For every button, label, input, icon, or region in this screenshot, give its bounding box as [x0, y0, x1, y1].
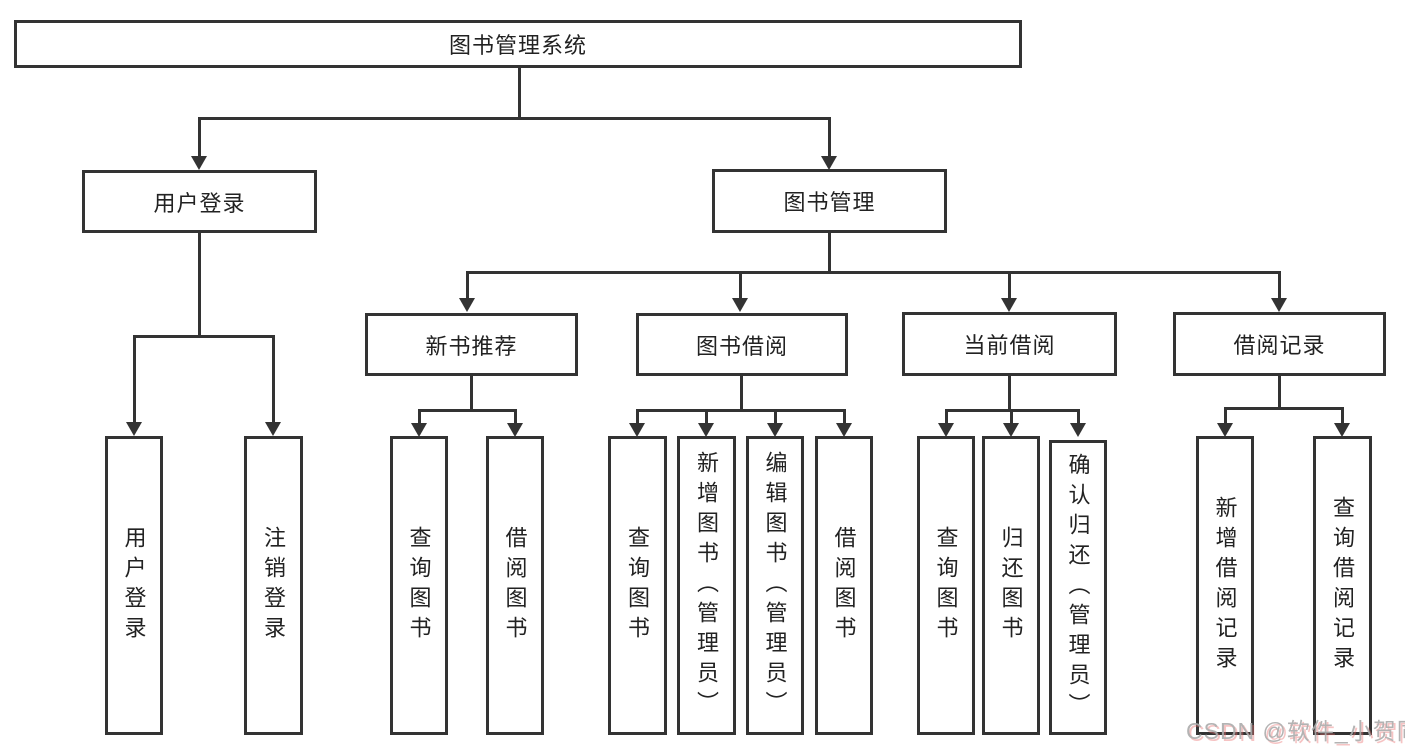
edge-to-bb-edit	[774, 409, 777, 424]
leaf-cb-query-books: 查询图书	[917, 436, 975, 735]
leaf-br-add-record-label: 新增借阅记录	[1212, 495, 1238, 676]
edge-to-nb-borrow	[514, 409, 517, 424]
csdn-watermark: CSDN @软件_小贺同学	[1186, 718, 1405, 744]
node-book-borrowing: 图书借阅	[636, 313, 848, 376]
edge-to-cb-return	[1010, 409, 1013, 424]
arrowhead-bb-borrow	[836, 423, 852, 437]
leaf-cb-confirm-return-admin: 确认归还（管理员）	[1049, 440, 1107, 735]
arrowhead-records	[1271, 298, 1287, 312]
leaf-bb-edit-books-admin: 编辑图书（管理员）	[746, 436, 804, 735]
edge-to-cb-confirm	[1077, 409, 1080, 424]
edge-to-user-login	[198, 117, 201, 158]
arrowhead-book-mgmt	[821, 156, 837, 170]
arrowhead-br-query	[1334, 423, 1350, 437]
edge-to-new-book	[466, 271, 469, 299]
leaf-br-add-record: 新增借阅记录	[1196, 436, 1254, 735]
node-user-login: 用户登录	[82, 170, 317, 233]
node-book-borrowing-label: 图书借阅	[695, 333, 788, 359]
leaf-cb-confirm-return-admin-label: 确认归还（管理员）	[1065, 452, 1091, 723]
node-user-login-label: 用户登录	[153, 190, 246, 216]
leaf-cb-return-books-label: 归还图书	[998, 525, 1024, 646]
leaf-bb-query-books-label: 查询图书	[625, 525, 651, 646]
arrowhead-nb-query	[411, 423, 427, 437]
edge-to-book-mgmt	[828, 117, 831, 158]
edge-to-bb-query	[636, 409, 639, 424]
leaf-cb-return-books: 归还图书	[982, 436, 1040, 735]
arrowhead-bb-query	[629, 423, 645, 437]
arrowhead-login-leaf	[126, 422, 142, 436]
edge-user-login-branch	[134, 335, 275, 338]
leaf-user-login-label: 用户登录	[121, 525, 147, 646]
leaf-br-query-record: 查询借阅记录	[1313, 436, 1372, 735]
edge-to-bb-borrow	[843, 409, 846, 424]
edge-to-login-leaf	[133, 335, 136, 423]
edge-borrowing-stem	[740, 376, 743, 409]
arrowhead-cb-query	[938, 423, 954, 437]
edge-new-book-stem	[470, 376, 473, 409]
edge-to-logout-leaf	[272, 335, 275, 423]
node-new-book-rec: 新书推荐	[365, 313, 578, 376]
node-library-system-label: 图书管理系统	[448, 33, 587, 58]
node-book-mgmt-label: 图书管理	[783, 190, 876, 215]
leaf-nb-borrow-books-label: 借阅图书	[502, 525, 528, 646]
node-new-book-rec-label: 新书推荐	[425, 333, 518, 359]
arrowhead-user-login	[191, 156, 207, 170]
arrowhead-bb-add	[698, 423, 714, 437]
node-borrowing-records-label: 借阅记录	[1233, 333, 1326, 358]
leaf-bb-borrow-books: 借阅图书	[815, 436, 873, 735]
edge-to-records	[1278, 271, 1281, 299]
leaf-cb-query-books-label: 查询图书	[933, 525, 959, 646]
edge-to-br-add	[1224, 407, 1227, 424]
arrowhead-bb-edit	[767, 423, 783, 437]
leaf-nb-query-books: 查询图书	[390, 436, 448, 735]
arrowhead-cb-return	[1003, 423, 1019, 437]
edge-borrowing-branch	[636, 409, 845, 412]
arrowhead-borrowing	[732, 298, 748, 312]
leaf-bb-query-books: 查询图书	[608, 436, 667, 735]
edge-to-borrowing	[739, 271, 742, 299]
leaf-br-query-record-label: 查询借阅记录	[1330, 495, 1356, 676]
leaf-logout-label: 注销登录	[261, 525, 287, 646]
leaf-nb-query-books-label: 查询图书	[406, 525, 432, 646]
edge-to-current	[1008, 271, 1011, 299]
edge-current-stem	[1008, 376, 1011, 409]
edge-records-stem	[1278, 376, 1281, 407]
node-book-mgmt: 图书管理	[712, 169, 947, 233]
arrowhead-cb-confirm	[1070, 423, 1086, 437]
arrowhead-br-add	[1217, 423, 1233, 437]
leaf-user-login: 用户登录	[105, 436, 163, 735]
edge-user-login-stem	[198, 233, 201, 335]
edge-level2-branch	[198, 117, 831, 120]
node-current-borrowing-label: 当前借阅	[963, 333, 1056, 358]
edge-book-mgmt-stem	[828, 233, 831, 271]
leaf-logout: 注销登录	[244, 436, 303, 735]
edge-root-stem	[518, 68, 521, 118]
leaf-bb-add-books-admin: 新增图书（管理员）	[677, 436, 736, 735]
leaf-bb-edit-books-admin-label: 编辑图书（管理员）	[762, 450, 788, 721]
edge-records-branch	[1224, 407, 1343, 410]
edge-level3-branch	[466, 271, 1280, 274]
arrowhead-logout-leaf	[265, 422, 281, 436]
edge-to-br-query	[1341, 407, 1344, 424]
node-library-system: 图书管理系统	[14, 20, 1022, 68]
edge-to-cb-query	[945, 409, 948, 424]
leaf-bb-add-books-admin-label: 新增图书（管理员）	[694, 450, 720, 721]
edge-to-nb-query	[418, 409, 421, 424]
leaf-nb-borrow-books: 借阅图书	[486, 436, 544, 735]
node-borrowing-records: 借阅记录	[1173, 312, 1386, 376]
node-current-borrowing: 当前借阅	[902, 312, 1117, 376]
edge-to-bb-add	[705, 409, 708, 424]
arrowhead-current	[1001, 298, 1017, 312]
leaf-bb-borrow-books-label: 借阅图书	[831, 525, 857, 646]
arrowhead-new-book	[459, 298, 475, 312]
edge-new-book-branch	[418, 409, 517, 412]
arrowhead-nb-borrow	[507, 423, 523, 437]
